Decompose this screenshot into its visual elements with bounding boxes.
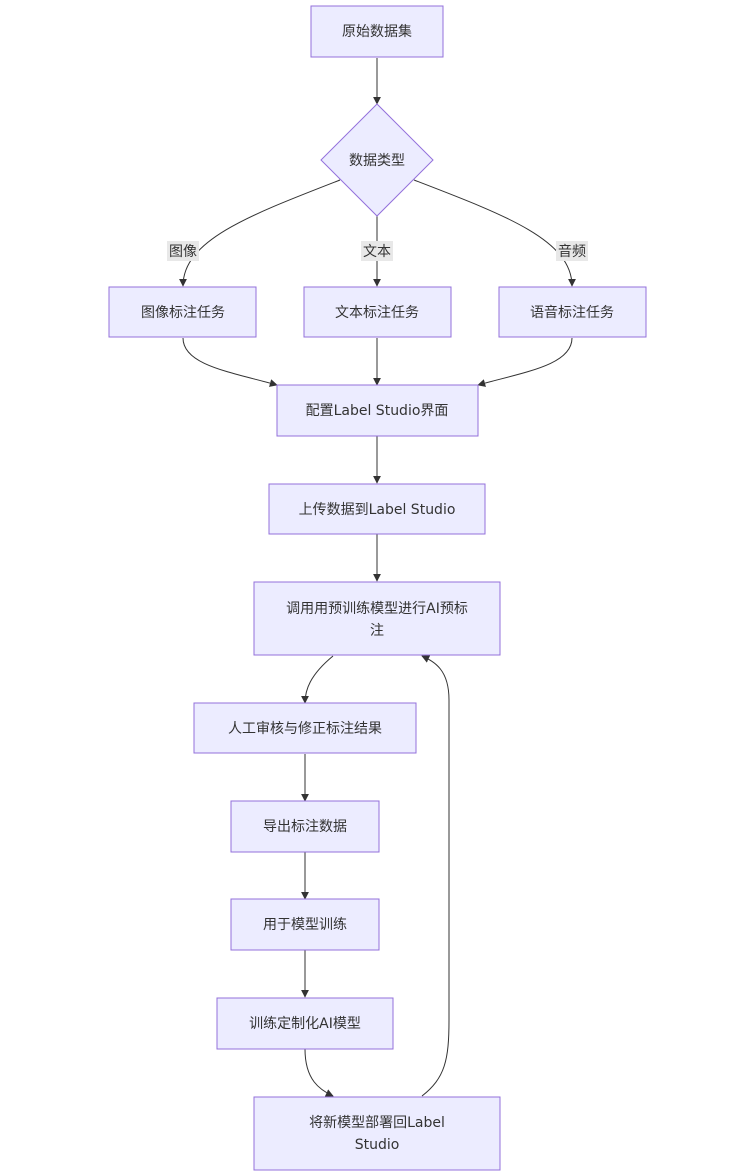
node-ai-prelabel[interactable]: 调用用预训练模型进行AI预标 注 [253,581,501,656]
node-train-custom-label: 训练定制化AI模型 [249,1016,361,1032]
node-redeploy[interactable]: 将新模型部署回Label Studio [253,1096,501,1171]
node-ai-prelabel-line1: 调用用预训练模型进行AI预标 [286,601,468,617]
edges [179,58,576,1097]
node-model-training[interactable]: 用于模型训练 [230,898,380,951]
node-train-custom[interactable]: 训练定制化AI模型 [216,997,394,1050]
node-speech-task-label: 语音标注任务 [530,304,614,321]
node-export-labels[interactable]: 导出标注数据 [230,800,380,853]
edge-custom-to-redeploy [304,1048,334,1097]
node-raw-dataset-label: 原始数据集 [342,23,412,40]
node-redeploy-line1: 将新模型部署回Label [309,1115,445,1131]
edge-type-to-speech [413,179,576,287]
node-human-review-label: 人工审核与修正标注结果 [228,721,382,737]
node-text-task[interactable]: 文本标注任务 [303,286,452,338]
node-image-task-label: 图像标注任务 [141,305,225,321]
edge-label-image: 图像 [169,244,197,260]
nodes: 原始数据集 数据类型 图像标注任务 文本标注任务 语音标注任务 配置Label … [108,5,647,1171]
edge-speech-to-config [477,337,573,387]
node-human-review[interactable]: 人工审核与修正标注结果 [193,702,417,754]
node-data-type-label: 数据类型 [349,153,405,169]
edge-label-audio: 音频 [558,243,586,260]
edge-ai-to-review [301,655,334,704]
node-speech-task[interactable]: 语音标注任务 [498,286,647,338]
node-upload-data-label: 上传数据到Label Studio [299,502,456,518]
node-configure-ui-label: 配置Label Studio界面 [306,403,449,419]
edge-image-to-config [182,337,278,387]
node-model-training-label: 用于模型训练 [263,917,347,933]
node-image-task[interactable]: 图像标注任务 [108,286,257,338]
edge-redeploy-to-ai [421,655,450,1097]
node-raw-dataset[interactable]: 原始数据集 [310,5,444,58]
edge-labels: 图像 文本 音频 [167,241,588,261]
node-configure-ui[interactable]: 配置Label Studio界面 [276,384,479,437]
node-text-task-label: 文本标注任务 [335,305,419,321]
node-ai-prelabel-line2: 注 [370,623,384,639]
node-upload-data[interactable]: 上传数据到Label Studio [268,483,486,535]
node-redeploy-line2: Studio [355,1137,400,1153]
edge-label-text: 文本 [363,244,391,260]
node-data-type[interactable]: 数据类型 [320,103,434,217]
edge-type-to-image [179,179,341,287]
node-export-labels-label: 导出标注数据 [263,819,347,835]
